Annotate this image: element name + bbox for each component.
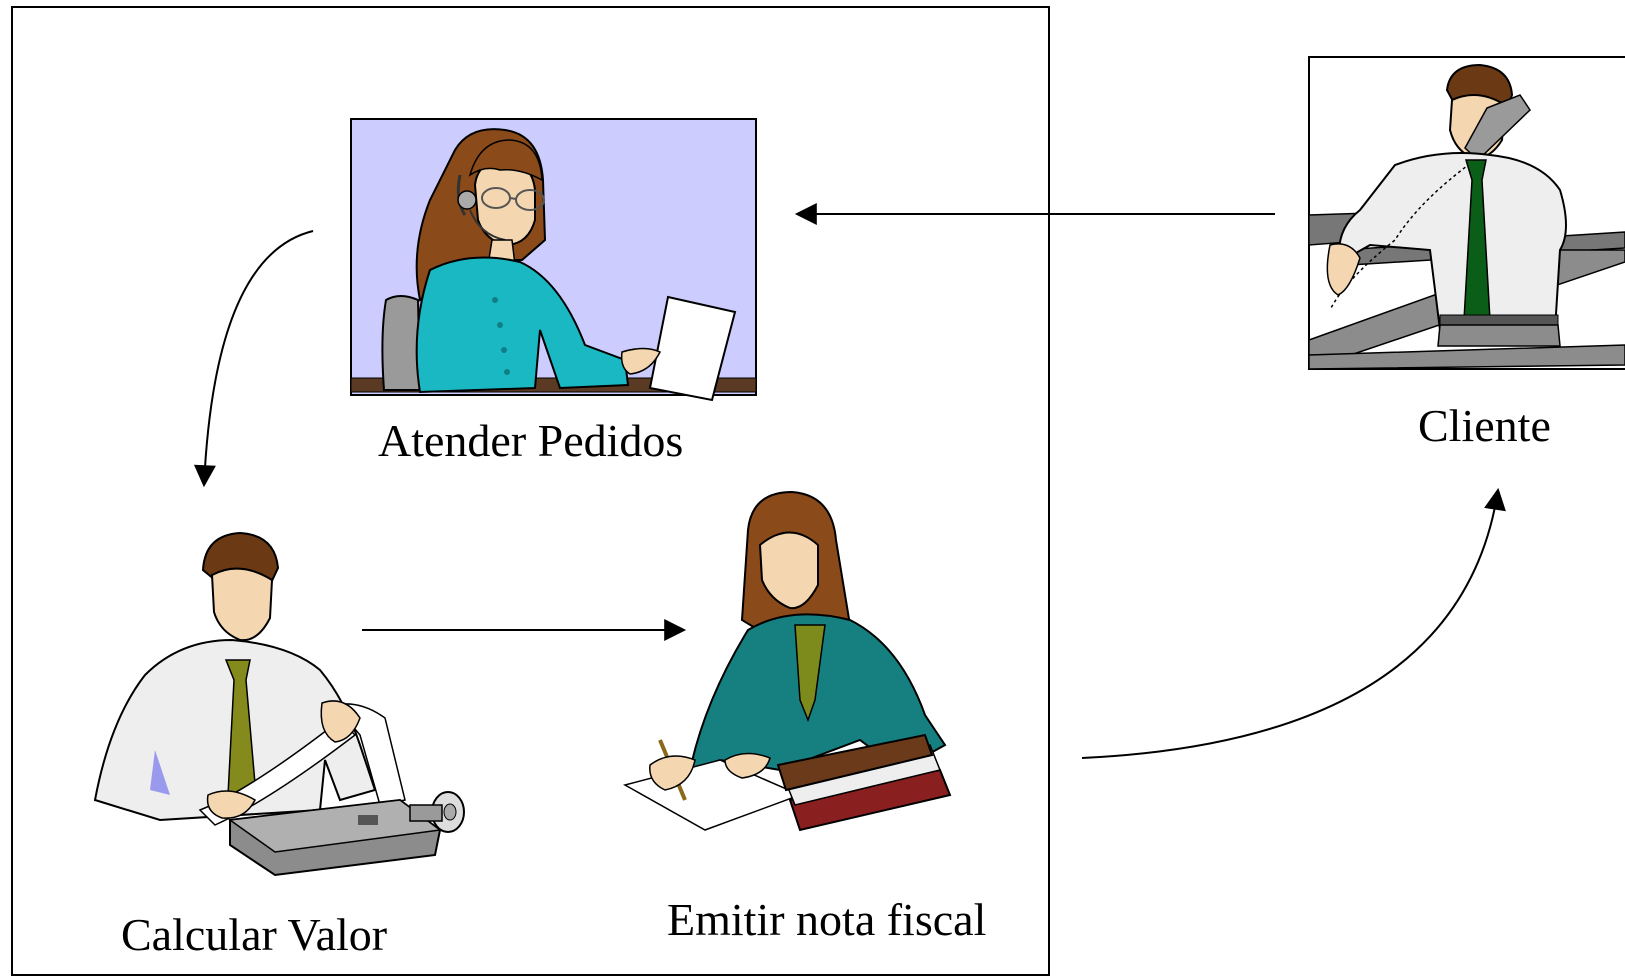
woman-writing-icon <box>623 490 952 832</box>
label-atender-pedidos: Atender Pedidos <box>378 415 684 466</box>
label-calcular-valor: Calcular Valor <box>121 909 388 960</box>
label-emitir-nota-fiscal: Emitir nota fiscal <box>667 894 987 945</box>
man-on-phone-icon <box>1308 56 1625 370</box>
call-center-operator-icon <box>350 118 757 402</box>
man-with-calculator-icon <box>93 531 465 877</box>
arrow-emitir-to-cliente <box>1081 487 1506 759</box>
arrow-atender-to-calcular <box>193 230 314 488</box>
label-cliente: Cliente <box>1418 400 1551 451</box>
company-boundary <box>11 6 1050 976</box>
